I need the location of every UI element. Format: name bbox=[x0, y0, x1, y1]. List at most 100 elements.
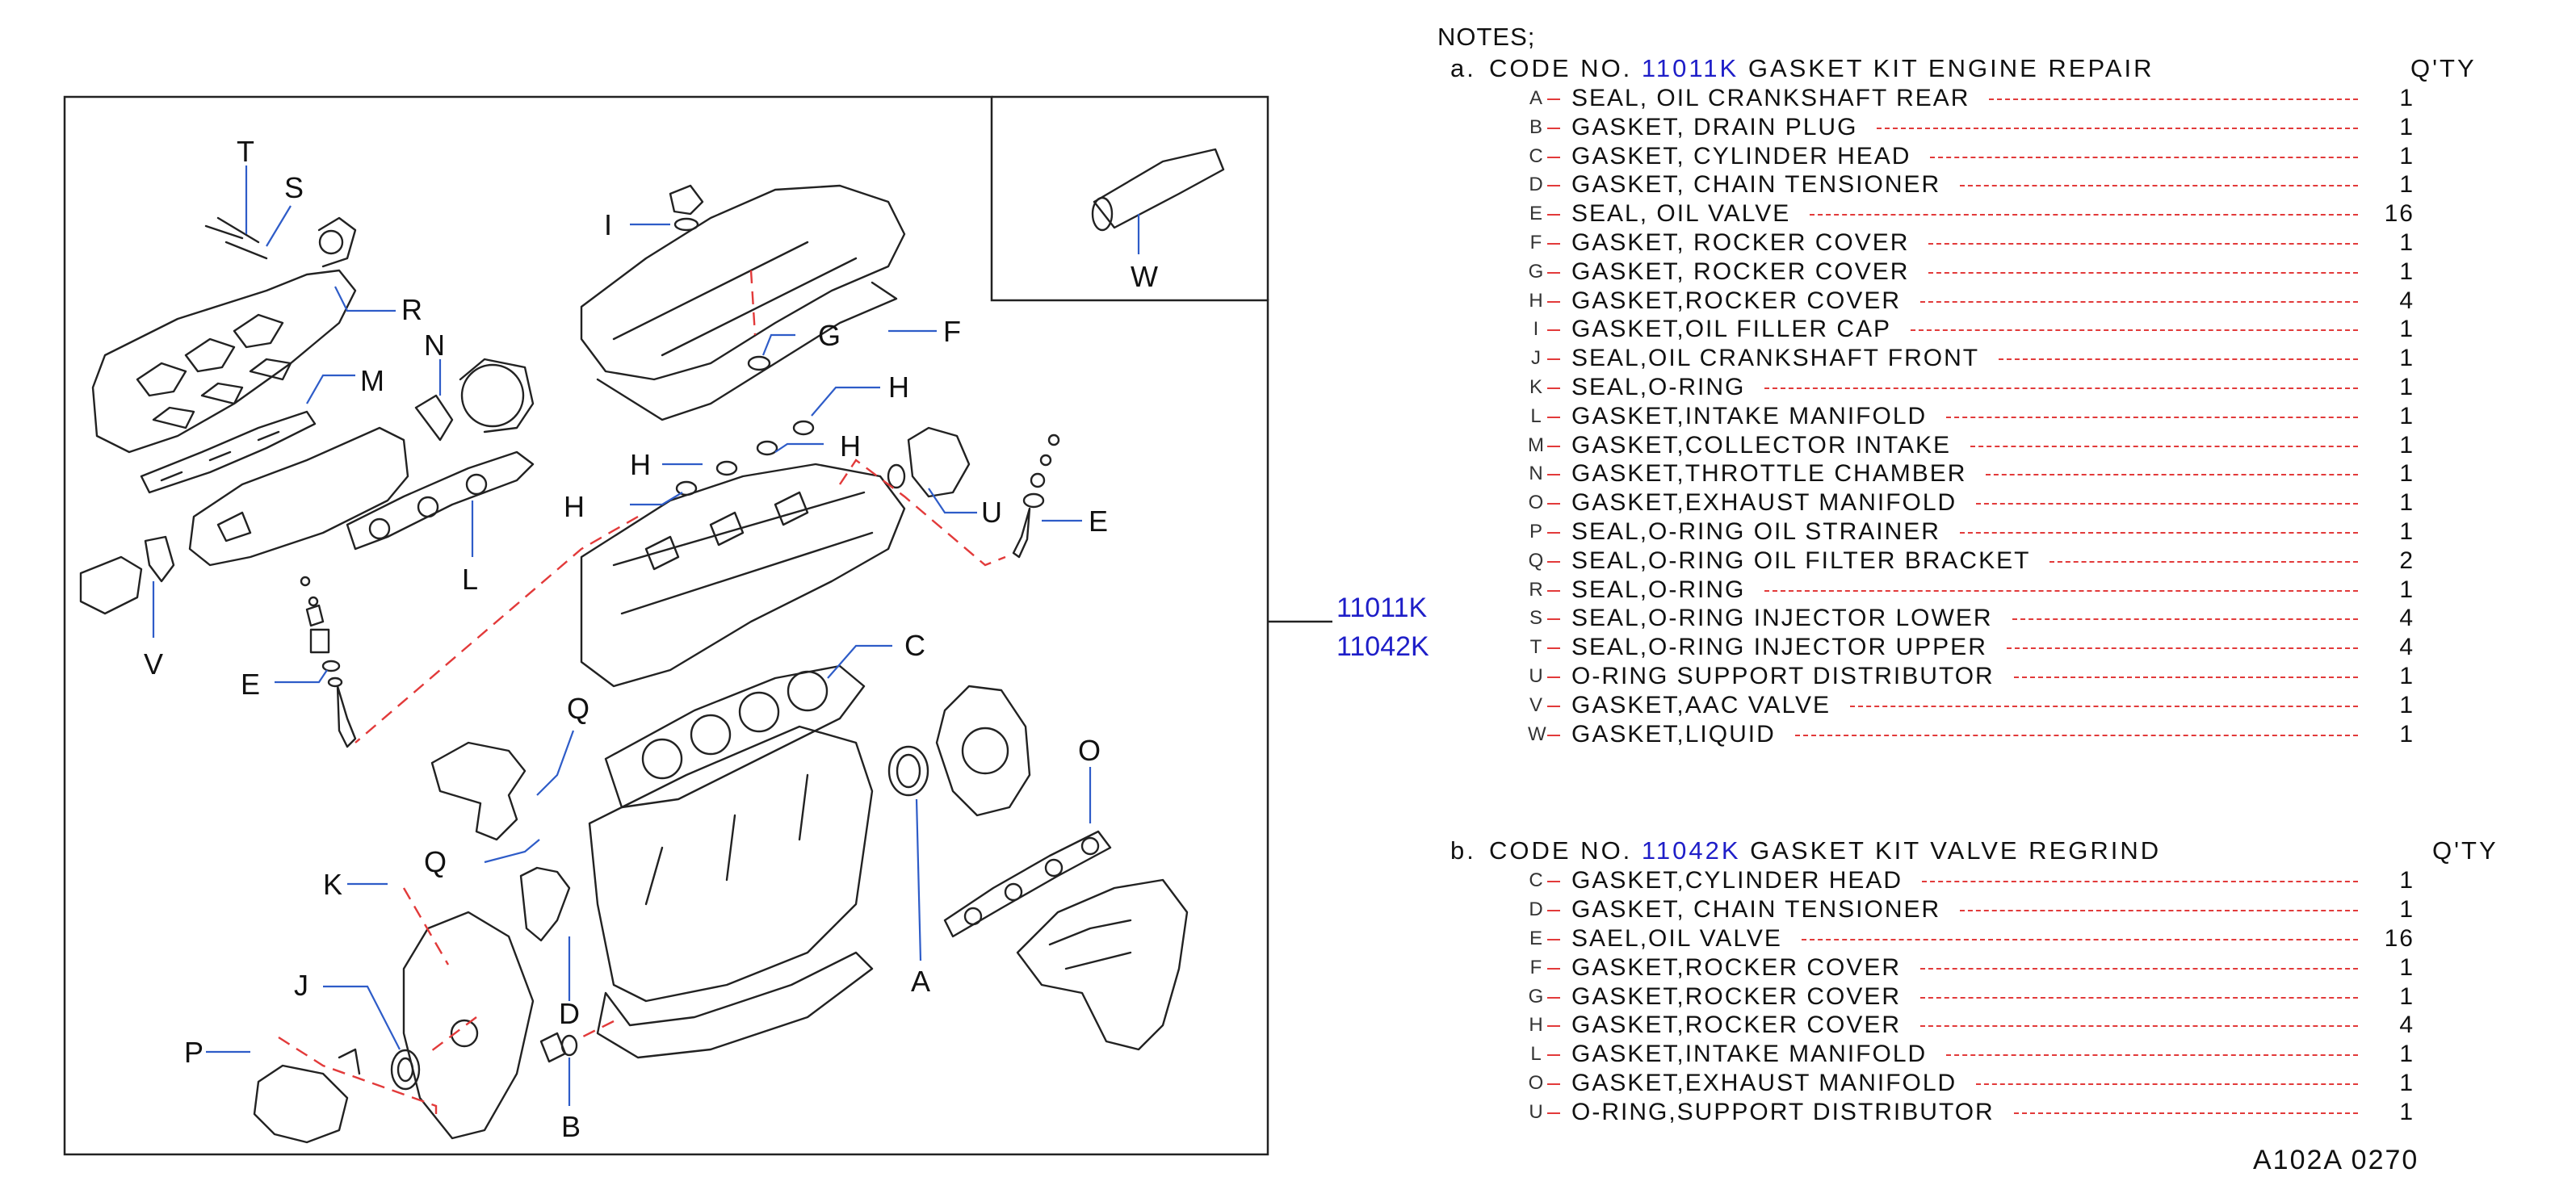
part-qty: 1 bbox=[2399, 228, 2414, 256]
callout-h-left: H bbox=[564, 490, 585, 523]
kit-link-11042k[interactable]: 11042K bbox=[1336, 631, 1429, 662]
dotted-leader bbox=[1802, 938, 2358, 940]
part-key: D bbox=[1529, 174, 1545, 196]
part-qty: 1 bbox=[2399, 1098, 2414, 1125]
part-qty: 1 bbox=[2399, 489, 2414, 517]
part-key: A bbox=[1529, 87, 1544, 109]
part-qty: 1 bbox=[2399, 662, 2414, 689]
part-row: O GASKET,EXHAUST MANIFOLD 1 bbox=[1437, 488, 2552, 517]
key-dash bbox=[1547, 242, 1560, 245]
part-key: R bbox=[1529, 578, 1545, 601]
inset-frame bbox=[992, 95, 1269, 300]
part-description: GASKET,LIQUID bbox=[1571, 720, 1776, 748]
part-description: SEAL,O-RING INJECTOR UPPER bbox=[1571, 634, 1987, 661]
part-description: SEAL, OIL VALVE bbox=[1571, 200, 1791, 228]
tensioner bbox=[519, 866, 578, 1063]
part-key: H bbox=[1529, 1014, 1545, 1037]
callout-g: G bbox=[818, 319, 841, 352]
part-description: O-RING,SUPPORT DISTRIBUTOR bbox=[1571, 1098, 1995, 1125]
callout-o: O bbox=[1078, 734, 1101, 767]
part-key: B bbox=[1529, 115, 1544, 138]
part-description: GASKET, ROCKER COVER bbox=[1571, 228, 1910, 256]
callout-b: B bbox=[561, 1110, 581, 1143]
key-dash bbox=[1547, 734, 1560, 736]
callout-v: V bbox=[144, 647, 163, 681]
callout-l: L bbox=[462, 563, 478, 596]
kit-a-name: GASKET KIT ENGINE REPAIR bbox=[1747, 54, 2154, 82]
guide-strainer bbox=[278, 1036, 438, 1114]
kit-a-code-line: CODE NO. 11011K GASKET KIT ENGINE REPAIR bbox=[1489, 53, 2154, 84]
part-key: P bbox=[1529, 520, 1544, 542]
callout-u: U bbox=[981, 496, 1002, 529]
part-key: C bbox=[1529, 869, 1545, 892]
notes-panel: NOTES; a. CODE NO. 11011K GASKET KIT ENG… bbox=[1437, 21, 2552, 1127]
callout-i: I bbox=[604, 208, 612, 241]
exhaust-manifold bbox=[1016, 878, 1189, 1051]
kit-link-11011k[interactable]: 11011K bbox=[1336, 593, 1427, 623]
part-key: H bbox=[1529, 289, 1545, 312]
key-dash bbox=[1547, 618, 1560, 621]
part-key: O bbox=[1528, 492, 1546, 514]
dotted-leader bbox=[2012, 618, 2358, 621]
part-qty: 1 bbox=[2399, 316, 2414, 343]
key-dash bbox=[1547, 967, 1560, 970]
part-qty: 1 bbox=[2399, 113, 2414, 140]
key-dash bbox=[1547, 881, 1560, 883]
key-dash bbox=[1547, 185, 1560, 187]
kit-b-code[interactable]: 11042K bbox=[1641, 836, 1741, 865]
key-dash bbox=[1547, 445, 1560, 447]
kit-b-name: GASKET KIT VALVE REGRIND bbox=[1750, 836, 2162, 865]
part-qty: 4 bbox=[2399, 634, 2414, 661]
guide-valve-left bbox=[355, 515, 639, 744]
dotted-leader bbox=[1960, 185, 2358, 187]
key-dash bbox=[1547, 676, 1560, 678]
key-dash bbox=[1547, 503, 1560, 505]
part-qty: 1 bbox=[2399, 896, 2414, 924]
part-key: W bbox=[1528, 723, 1548, 745]
part-qty: 1 bbox=[2399, 373, 2414, 400]
key-dash bbox=[1547, 1054, 1560, 1057]
rear-oil-seal bbox=[887, 745, 929, 797]
part-description: SEAL,O-RING bbox=[1571, 373, 1746, 400]
part-description: GASKET,CYLINDER HEAD bbox=[1571, 867, 1903, 894]
guide-front-seal bbox=[427, 1016, 477, 1054]
dotted-leader bbox=[2049, 560, 2358, 563]
dotted-leader bbox=[1810, 214, 2358, 216]
part-qty: 16 bbox=[2384, 924, 2414, 952]
dotted-leader bbox=[1920, 1025, 2358, 1028]
key-dash bbox=[1547, 358, 1560, 361]
part-description: GASKET,ROCKER COVER bbox=[1571, 287, 1902, 314]
leader-lines bbox=[152, 165, 1092, 1106]
part-description: GASKET,OIL FILLER CAP bbox=[1571, 316, 1892, 343]
part-key: C bbox=[1529, 145, 1545, 167]
part-qty: 1 bbox=[2399, 720, 2414, 748]
kit-a-qty-header: Q'TY bbox=[2410, 54, 2477, 82]
intake-manifold bbox=[91, 216, 357, 454]
part-description: GASKET,INTAKE MANIFOLD bbox=[1571, 1041, 1928, 1068]
part-qty: 1 bbox=[2399, 982, 2414, 1010]
part-qty: 1 bbox=[2399, 1069, 2414, 1096]
kit-a-code[interactable]: 11011K bbox=[1641, 54, 1739, 82]
part-description: GASKET,AAC VALVE bbox=[1571, 691, 1831, 718]
part-key: G bbox=[1528, 260, 1546, 283]
part-description: GASKET,EXHAUST MANIFOLD bbox=[1571, 489, 1957, 517]
key-dash bbox=[1547, 416, 1560, 418]
part-description: GASKET,THROTTLE CHAMBER bbox=[1571, 460, 1967, 488]
aac-valve bbox=[79, 535, 175, 615]
part-qty: 1 bbox=[2399, 691, 2414, 718]
dotted-leader bbox=[2014, 676, 2358, 678]
part-key: G bbox=[1528, 985, 1546, 1007]
oil-filler-cap bbox=[669, 184, 704, 232]
key-dash bbox=[1547, 996, 1560, 999]
